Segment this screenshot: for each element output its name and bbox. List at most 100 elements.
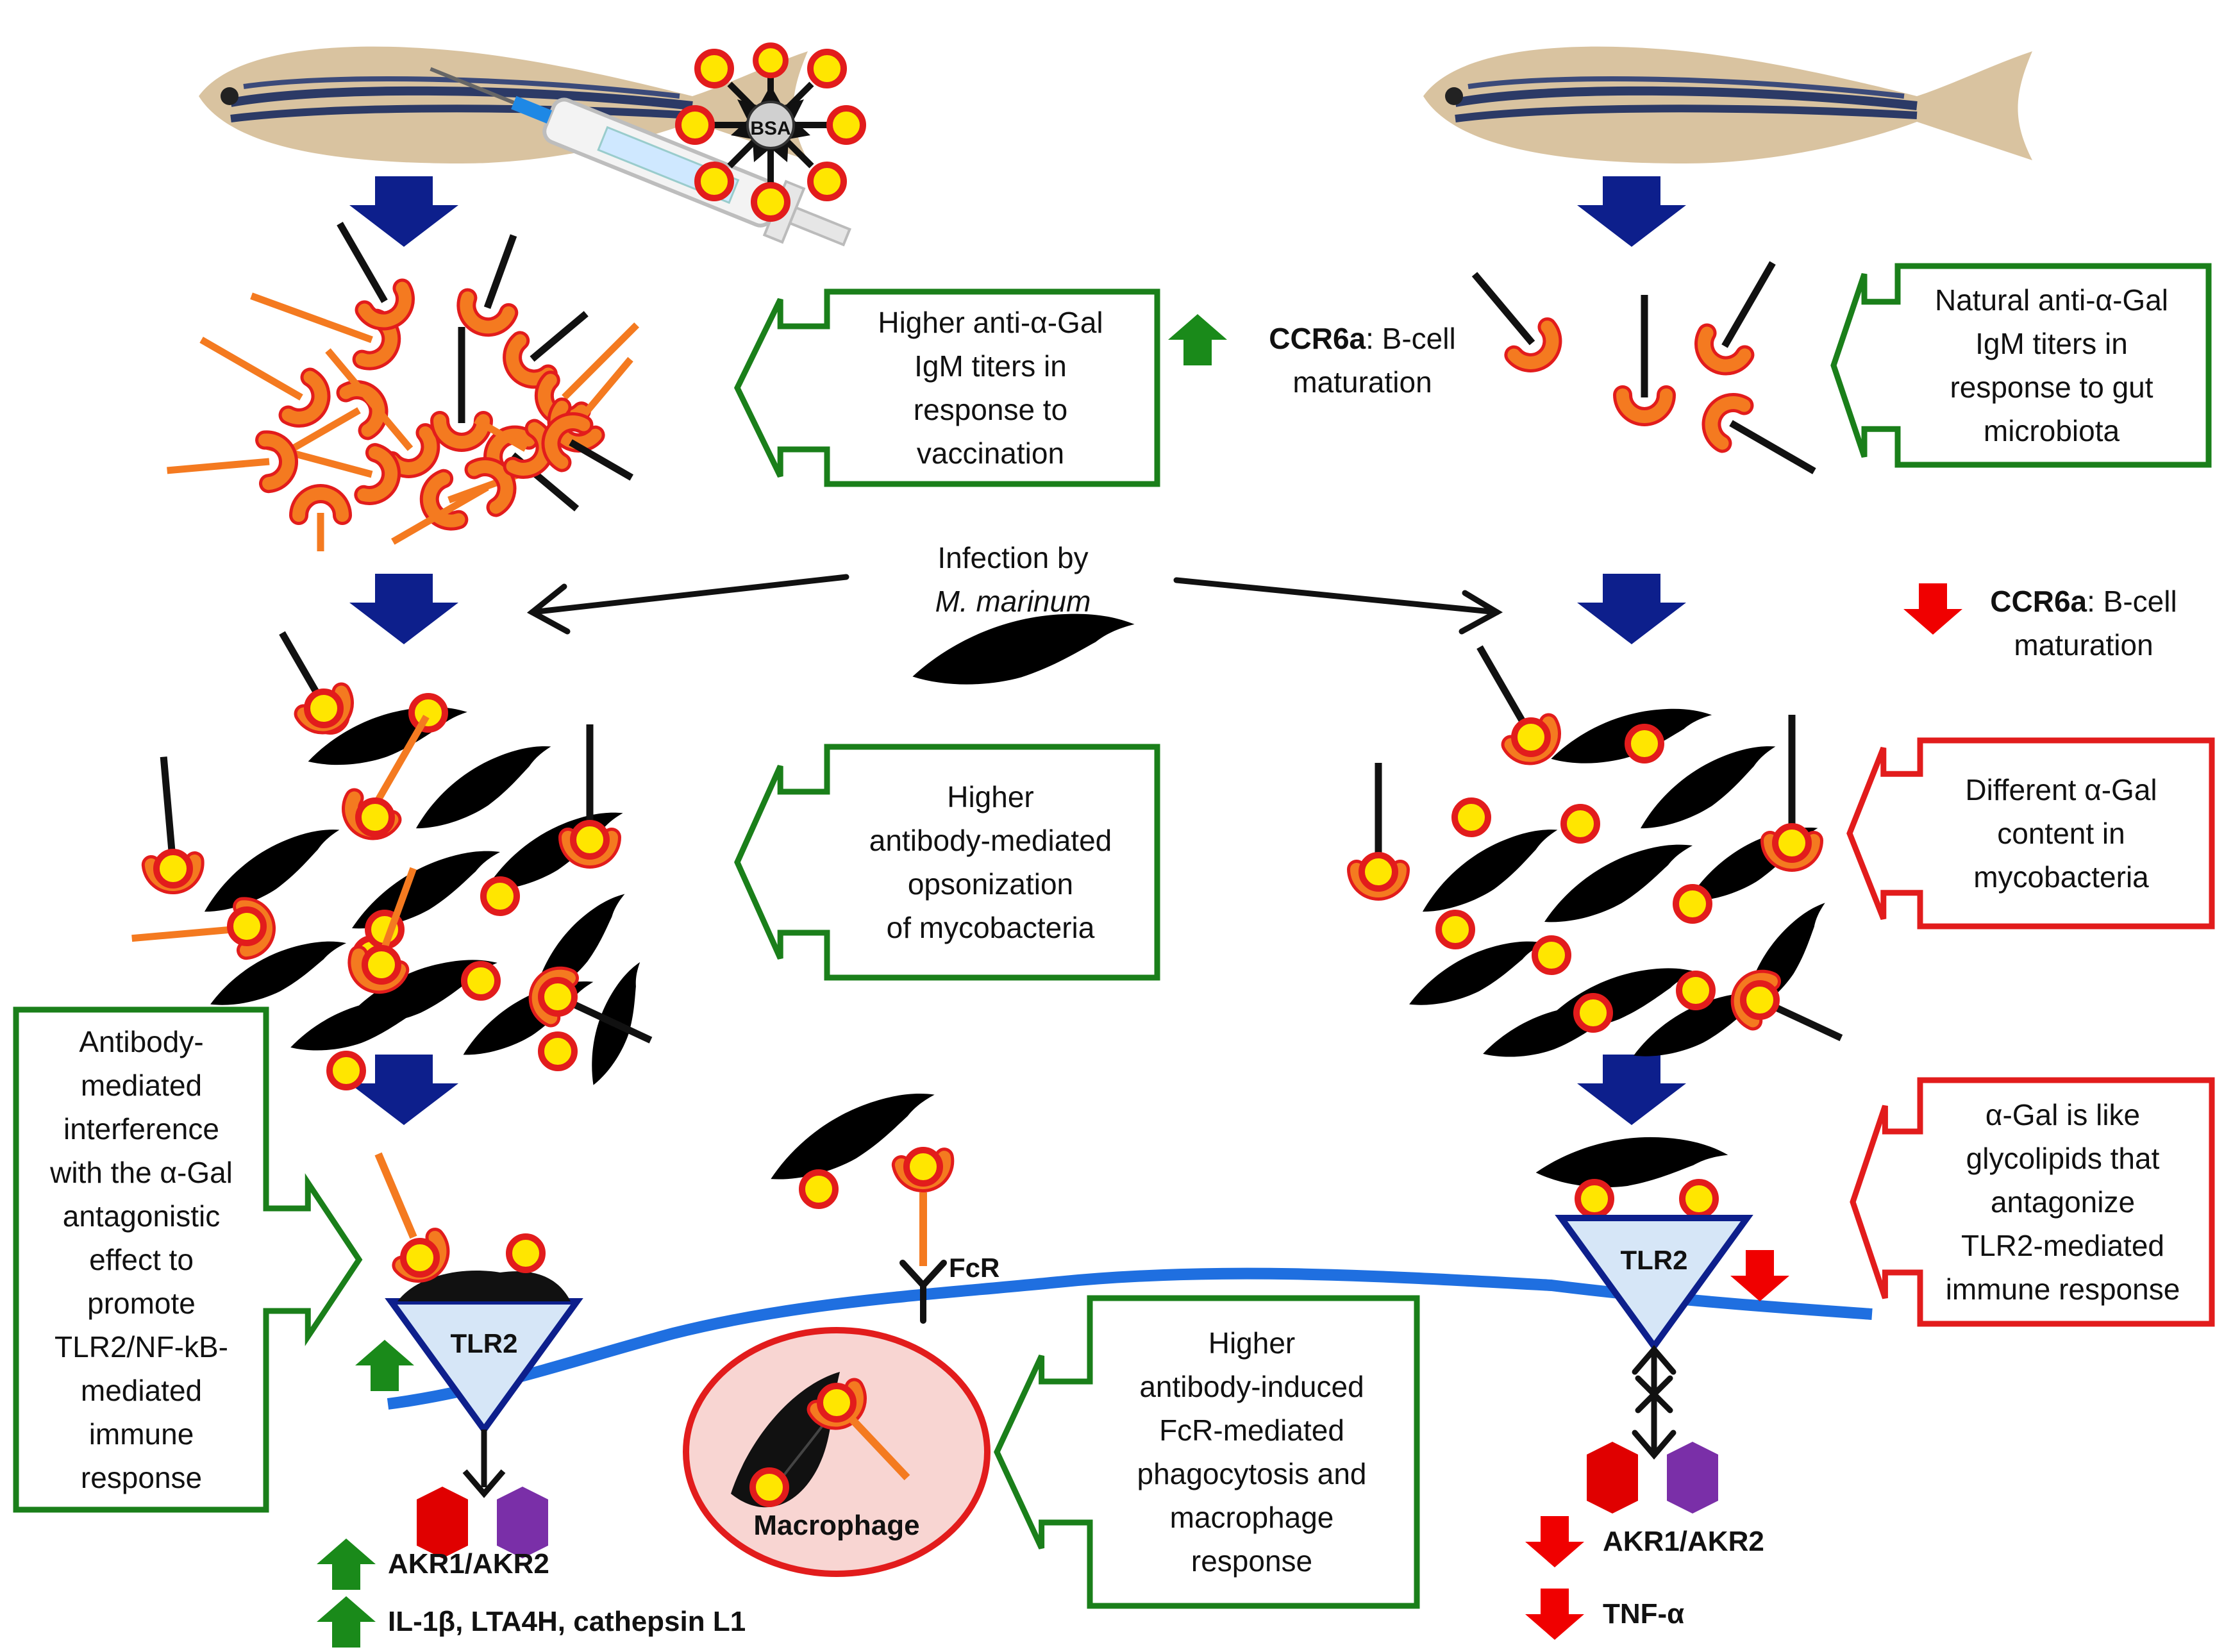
glycolipids-box: α-Gal is like glycolipids that antagoniz… (1945, 1098, 2180, 1306)
up-arrow-icon (317, 1539, 376, 1590)
alpha-gal-icon (1576, 996, 1610, 1030)
glycolipids-callout (1850, 1077, 2215, 1327)
interference-box: Antibody- mediated interference with the… (50, 1025, 233, 1494)
alpha-gal-icon (1439, 913, 1472, 946)
zebrafish-icon (1423, 46, 2032, 163)
mycobacterium-icon (191, 820, 353, 920)
alpha-gal-icon (1682, 1182, 1716, 1215)
up-arrow-icon (317, 1596, 376, 1648)
infection-arrow-left (526, 574, 849, 635)
up-arrow-icon (1168, 314, 1227, 365)
alpha-gal-icon (1514, 721, 1548, 754)
pathogen-name: M. marinum (935, 585, 1091, 618)
alpha-gal-icon (230, 910, 263, 943)
igm-antibody-icon (325, 348, 439, 478)
ccr6a-down-line2: maturation (2014, 628, 2153, 662)
igm-antibody-icon (1471, 272, 1561, 372)
alpha-gal-icon (412, 696, 445, 730)
igm-antibody-icon (1770, 715, 1814, 862)
interference-callout (13, 1006, 363, 1513)
zebrafish-icon (199, 46, 808, 163)
alpha-gal-icon (1455, 801, 1488, 834)
igm-antibody-icon (440, 327, 483, 442)
different-gal-box: Different α-Gal content in mycobacteria (1965, 773, 2157, 894)
flow-arrow (1577, 1055, 1686, 1125)
ccr6a-down-label: CCR6a: B-cell (1990, 585, 2177, 618)
signal-arrow-left-head (462, 1469, 506, 1498)
natural-igm-callout (1830, 263, 2212, 468)
igm-antibody-icon (535, 322, 640, 426)
tlr2-receptor-icon (1555, 1215, 1753, 1352)
igm-antibody-icon (337, 222, 413, 329)
il1b-label: IL-1β, LTA4H, cathepsin L1 (388, 1606, 746, 1637)
tlr2-receptor-icon (385, 1271, 583, 1435)
down-arrow-icon (1525, 1589, 1584, 1640)
alpha-gal-icon (509, 1237, 542, 1270)
igm-antibody-icon (543, 414, 634, 481)
igm-antibody-icon (374, 1152, 449, 1282)
alpha-gal-icon (541, 1035, 574, 1068)
different-gal-callout (1846, 737, 2215, 930)
alpha-gal-icon (1535, 939, 1568, 972)
hexagon-icon (1667, 1442, 1718, 1514)
igm-antibody-icon (344, 715, 430, 839)
mycobacterium-icon (201, 933, 355, 1012)
fcr-label: FcR (949, 1253, 1000, 1283)
mycobacterium-icon (285, 993, 438, 1056)
blocked-signal-arrow (1632, 1345, 1676, 1460)
alpha-gal-icon (483, 880, 517, 913)
flow-arrow (349, 176, 458, 247)
bsa-conjugate-icon (678, 46, 863, 219)
up-arrow-icon (355, 1340, 414, 1391)
bsa-label: BSA (750, 118, 790, 139)
opsonization-box: Higher antibody-mediated opsonization of… (869, 780, 1112, 944)
higher-igm-callout (733, 288, 1160, 487)
igm-antibody-icon (503, 311, 589, 388)
infection-arrow-right (1173, 577, 1503, 635)
fc-receptor-icon (899, 1260, 947, 1324)
down-arrow-icon (1903, 583, 1962, 635)
flow-arrow (349, 1055, 458, 1125)
mycobacteria-cluster-left (131, 631, 665, 1089)
ccr6a-up-line2: maturation (1292, 365, 1432, 399)
macrophage-icon (683, 1327, 991, 1577)
igm-antibody-icon (250, 292, 397, 367)
alpha-gal-icon (1679, 974, 1712, 1007)
alpha-gal-icon (802, 1172, 835, 1206)
tlr2-left-label: TLR2 (450, 1328, 518, 1358)
phagocytosis-callout (994, 1295, 1420, 1609)
alpha-gal-icon (1676, 887, 1709, 921)
igm-antibody-icon (1703, 395, 1816, 474)
higher-igm-box: Higher anti-α-Gal IgM titers in response… (878, 306, 1103, 470)
down-arrow-icon (1730, 1250, 1789, 1301)
alpha-gal-icon (1362, 855, 1395, 889)
igm-antibody-cluster-left (167, 222, 640, 551)
ccr6a-up-label: CCR6a: B-cell (1269, 322, 1456, 355)
igm-antibody-icon (548, 356, 633, 451)
alpha-gal-icon (1775, 826, 1809, 860)
infection-label: Infection by (937, 541, 1089, 574)
igm-antibody-icon (474, 417, 553, 477)
mycobacterium-icon (403, 737, 564, 837)
igm-antibody-cluster-right (1471, 261, 1816, 474)
flow-arrow (1577, 176, 1686, 247)
alpha-gal-icon (1578, 1182, 1611, 1215)
hexagon-icon (1587, 1442, 1638, 1514)
igm-antibody-icon (901, 1150, 948, 1266)
natural-igm-box: Natural anti-α-Gal IgM titers in respons… (1934, 283, 2169, 447)
down-arrow-icon (1525, 1516, 1584, 1567)
phagocytosis-box: Higher antibody-induced FcR-mediated pha… (1137, 1326, 1367, 1578)
opsonization-callout (734, 744, 1160, 981)
igm-antibody-icon (1623, 295, 1666, 417)
alpha-gal-icon (541, 980, 574, 1014)
alpha-gal-icon (330, 1054, 363, 1087)
igm-antibody-icon (299, 494, 342, 551)
alpha-gal-icon (358, 801, 392, 834)
alpha-gal-icon (573, 823, 606, 856)
alpha-gal-icon (307, 692, 340, 725)
igm-antibody-icon (1696, 261, 1776, 374)
tnf-label: TNF-α (1603, 1598, 1685, 1630)
akr-left-label: AKR1/AKR2 (388, 1548, 549, 1580)
alpha-gal-icon (1564, 807, 1597, 840)
